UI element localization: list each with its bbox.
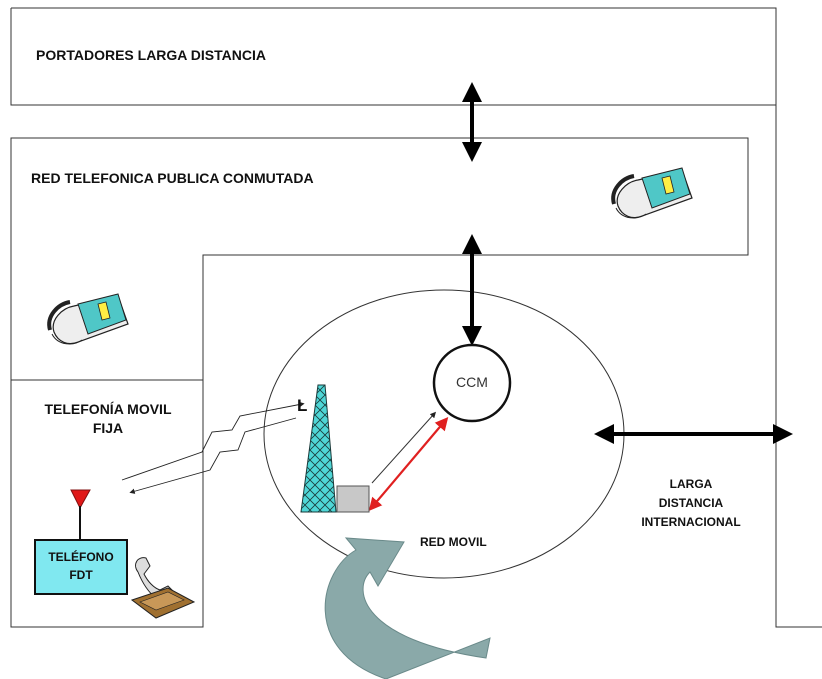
desk-phone-icon (611, 167, 693, 219)
ccm-circle (432, 343, 512, 423)
antenna-icon (70, 489, 91, 540)
portadores-box (10, 7, 822, 628)
portadores-label: PORTADORES LARGA DISTANCIA (36, 47, 266, 63)
handset-fax-icon (130, 557, 196, 619)
fdt-box (34, 539, 128, 595)
rtpc-label: RED TELEFONICA PUBLICA CONMUTADA (31, 170, 314, 186)
cell-tower-icon (300, 384, 370, 513)
movil-fija-label-2: FIJA (92, 420, 124, 436)
ccm-label: CCM (456, 374, 488, 390)
tower-mark-label: L (297, 396, 308, 415)
fdt-label-2: FDT (69, 568, 93, 582)
lightning-signal-icon (121, 401, 305, 494)
big-curved-arrow (324, 537, 491, 679)
larga-label-2: DISTANCIA (658, 496, 724, 510)
desk-phone-icon-left (47, 293, 129, 345)
equipment-box (336, 485, 370, 513)
fdt-label-1: TELÉFONO (48, 550, 114, 564)
movil-fija-label-1: TELEFONÍA MOVIL (44, 401, 172, 417)
red-movil-label: RED MOVIL (420, 535, 487, 549)
red-arrow-ccm (368, 416, 449, 512)
larga-label-1: LARGA (669, 477, 713, 491)
larga-label-3: INTERNACIONAL (641, 515, 741, 529)
rtpc-box (10, 137, 749, 628)
thin-arrow-to-ccm (371, 411, 437, 484)
